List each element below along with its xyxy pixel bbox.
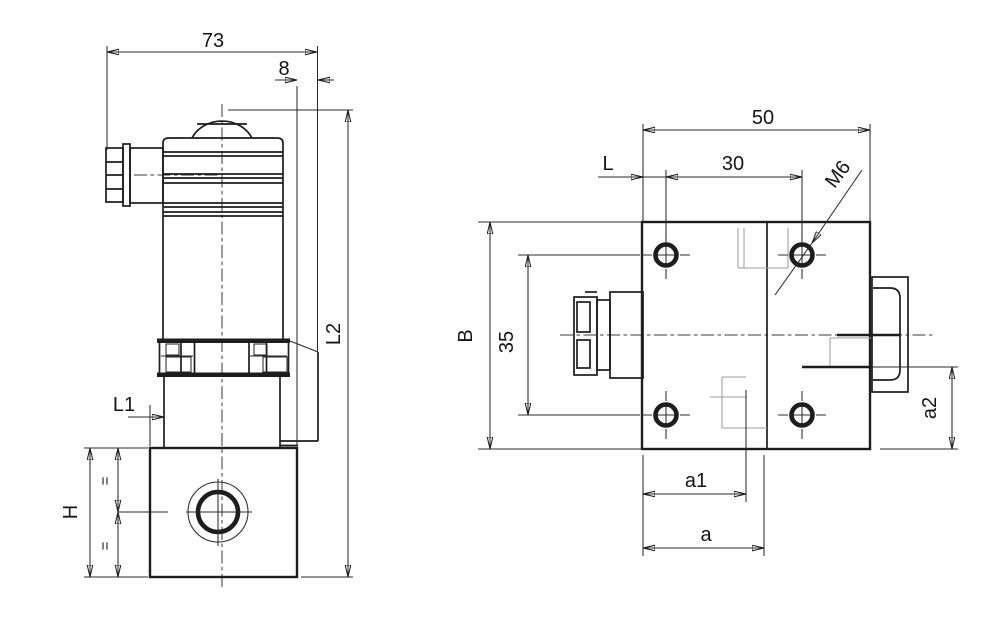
side-view: 73 8 L2 L1 H (60, 30, 353, 587)
dim-a1: a1 (642, 390, 747, 556)
top-view: 50 L 30 M6 B (455, 107, 958, 556)
coil-dome (191, 120, 253, 139)
dim-label-50: 50 (752, 107, 774, 129)
plug-tab-top (802, 276, 909, 393)
dim-label-73: 73 (202, 30, 224, 52)
mounting-hole-bottom-left (642, 391, 690, 439)
valve-body-side (148, 446, 299, 579)
coil-retaining-nut (157, 338, 319, 377)
dim-label-30: 30 (722, 153, 744, 175)
dim-L-30: L 30 (598, 153, 803, 243)
dim-label-35: 35 (496, 331, 518, 353)
dim-50: 50 (642, 107, 871, 222)
din-connector-top (573, 291, 644, 379)
dim-35: 35 (496, 254, 640, 416)
dim-label-L2: L2 (323, 323, 345, 345)
plug-tab-side (280, 352, 319, 447)
solenoid-coil-side (162, 120, 284, 339)
dim-label-a2: a2 (919, 397, 941, 419)
valve-neck (163, 377, 281, 448)
dim-L2: L2 (228, 109, 353, 578)
dim-L1: L1 (113, 394, 164, 446)
dim-73: 73 (106, 30, 319, 352)
hidden-port-lines (710, 228, 872, 429)
dim-B: B (455, 221, 642, 450)
dim-8: 8 (275, 58, 334, 445)
dim-a: a (643, 455, 765, 556)
dim-label-8: 8 (278, 58, 289, 80)
dim-label-H: H (60, 505, 82, 519)
dim-equal-spacing: = = (97, 448, 168, 577)
dim-label-a: a (700, 524, 712, 546)
dim-label-a1: a1 (685, 470, 707, 492)
din-connector-side (105, 143, 218, 207)
dim-label-L1: L1 (113, 394, 135, 416)
dim-label-B: B (455, 329, 477, 342)
equal-mark-upper: = (97, 476, 114, 485)
equal-mark-lower: = (97, 541, 114, 550)
mounting-hole-bottom-right (778, 391, 826, 439)
mounting-holes (642, 231, 826, 439)
nut-leader-line (289, 340, 319, 353)
dim-label-L: L (602, 153, 613, 175)
dim-a2: a2 (872, 366, 958, 450)
